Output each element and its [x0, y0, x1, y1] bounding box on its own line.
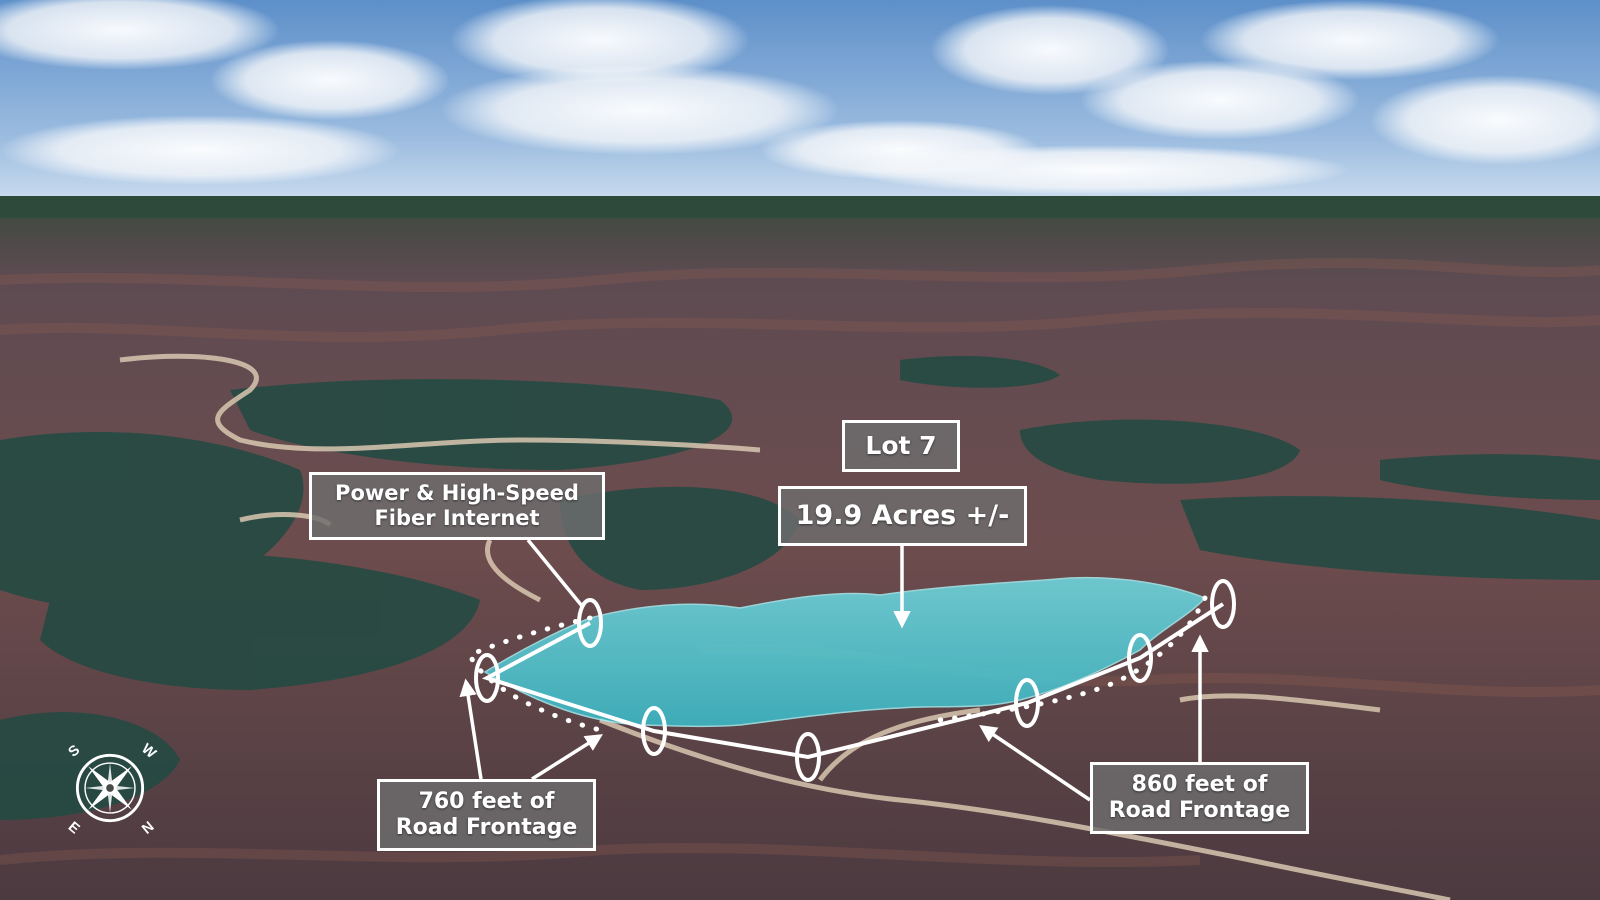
frontage-lines [481, 602, 1225, 760]
survey-markers [474, 579, 1236, 782]
marker-5 [1014, 678, 1040, 728]
utilities-line-1: Power & High-Speed [335, 480, 579, 505]
acreage-text: 19.9 Acres +/- [795, 499, 1010, 531]
compass-letter-e: E [65, 819, 83, 836]
arrow-760-b [531, 734, 603, 781]
line-utilities [526, 538, 584, 608]
acreage-label: 19.9 Acres +/- [778, 486, 1027, 546]
marker-1 [577, 598, 603, 648]
roads [119, 353, 1451, 900]
parcel-lot-7[interactable] [483, 576, 1207, 728]
terrain-ridges [0, 258, 1600, 868]
compass-rose-icon: S W N E [65, 741, 158, 836]
arrow-860-b [979, 725, 1091, 802]
frontage-west-line-2: Road Frontage [395, 815, 578, 840]
utilities-line-2: Fiber Internet [374, 506, 540, 530]
horizon-forest [0, 196, 1600, 218]
utilities-label: Power & High-Speed Fiber Internet [309, 472, 605, 540]
lot-number-label: Lot 7 [842, 420, 960, 472]
marker-2 [474, 653, 500, 703]
compass-letter-n: N [139, 819, 157, 836]
clouds [0, 0, 1600, 195]
compass-letter-s: S [66, 742, 84, 761]
frontage-east-line-2: Road Frontage [1108, 798, 1291, 823]
marker-4 [795, 732, 821, 782]
frontage-east-label: 860 feet of Road Frontage [1090, 762, 1309, 834]
marker-7 [1210, 579, 1236, 629]
compass-letter-w: W [138, 741, 158, 762]
frontage-east-line-1: 860 feet of [1131, 771, 1268, 797]
marker-3 [641, 706, 667, 756]
marker-6 [1127, 633, 1153, 683]
parcel-dotted-boundary [466, 595, 1208, 733]
frontage-west-line-1: 760 feet of [418, 788, 555, 814]
frontage-west-label: 760 feet of Road Frontage [377, 779, 596, 851]
leader-lines [459, 538, 1209, 802]
arrow-760-a [459, 678, 483, 780]
lot-number-text: Lot 7 [865, 431, 937, 460]
